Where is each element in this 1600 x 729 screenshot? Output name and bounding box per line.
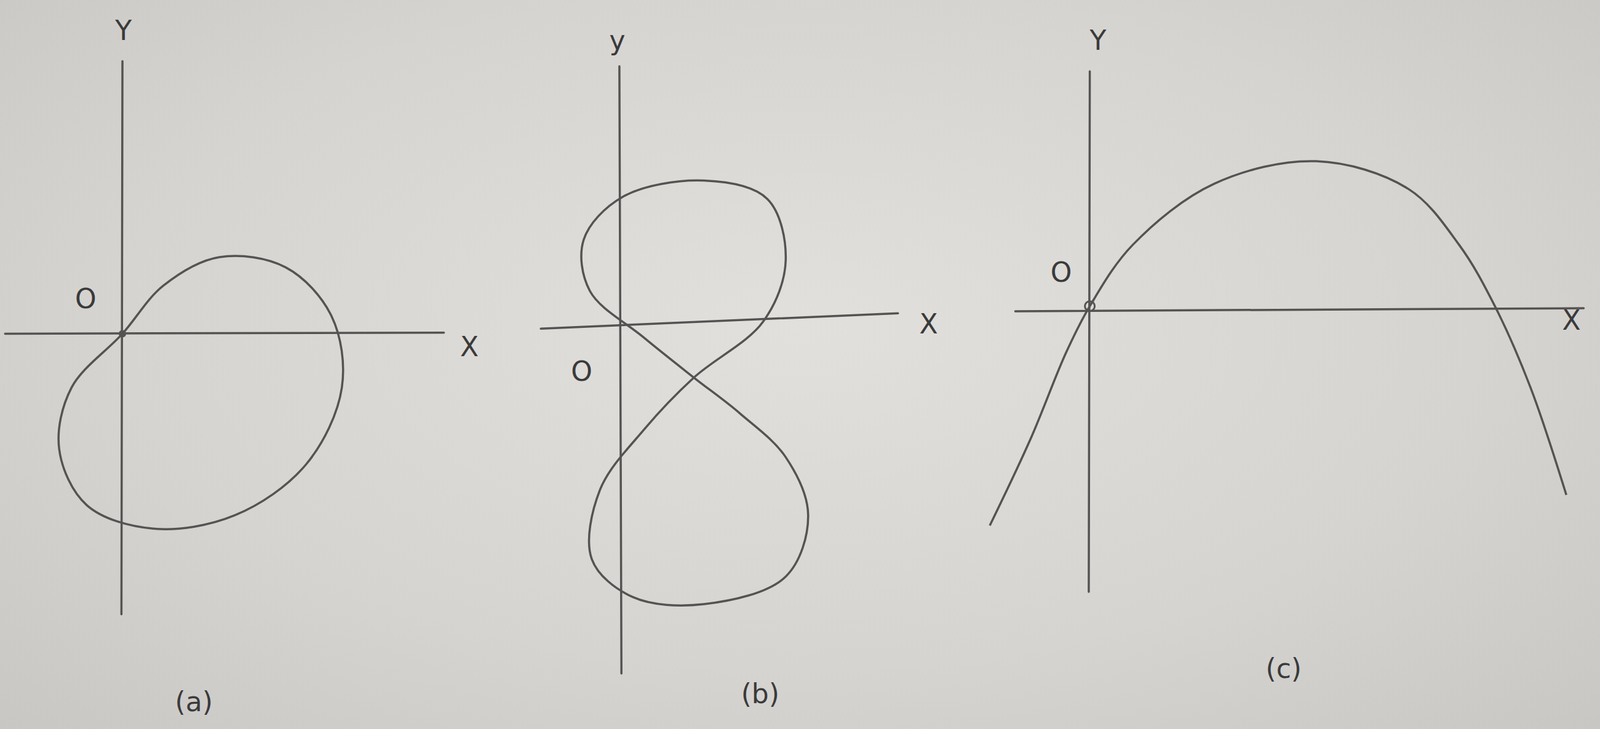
figure-caption: (c): [1265, 655, 1303, 683]
axis-label: y: [609, 27, 626, 55]
y-axis: [121, 61, 123, 615]
origin-circle: [1085, 301, 1095, 312]
axis-label: X: [1561, 306, 1581, 335]
origin-label: O: [75, 285, 97, 313]
figure-caption: (b): [741, 680, 780, 708]
origin-dot: [118, 329, 127, 338]
figure-eight-curve: [581, 180, 809, 606]
axis-label: X: [919, 310, 938, 338]
y-axis: [619, 66, 622, 674]
x-axis: [540, 313, 899, 329]
axis-label: X: [460, 333, 479, 361]
y-axis: [1088, 71, 1091, 592]
origin-label: O: [1050, 258, 1073, 287]
x-axis: [4, 332, 444, 335]
axis-label: Y: [115, 17, 132, 45]
loop-curve: [58, 255, 344, 530]
axis-label: Y: [1089, 27, 1107, 55]
figure-caption: (a): [175, 688, 213, 716]
parabola-curve: [989, 161, 1567, 526]
origin-label: O: [570, 358, 593, 386]
